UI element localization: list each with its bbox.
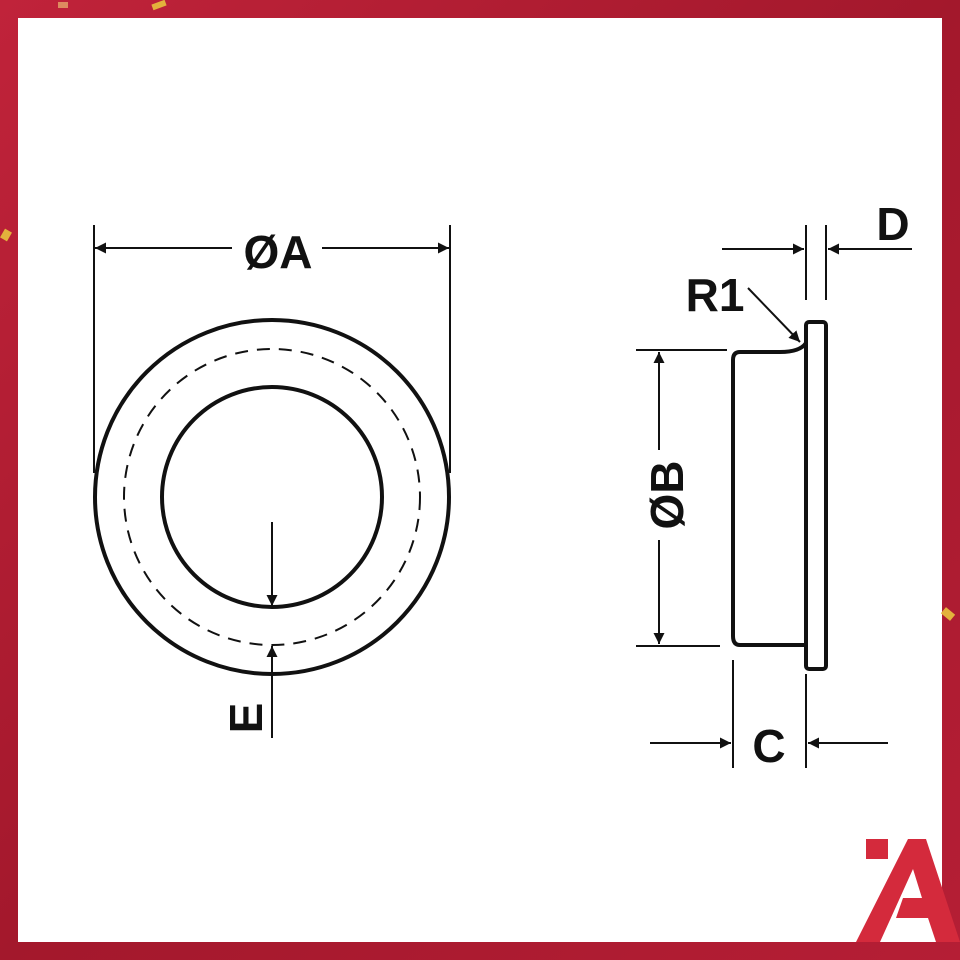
outer-ring (93, 318, 451, 676)
drawing-canvas (18, 18, 942, 942)
label-e: E (220, 703, 272, 734)
label-diameter-b: ØB (641, 461, 693, 530)
label-radius: R1 (686, 269, 745, 321)
flange (804, 320, 828, 671)
label-c: C (752, 720, 785, 772)
radius-leader (747, 287, 801, 343)
dashed-ring (123, 348, 421, 646)
label-diameter-a: ØA (244, 226, 313, 278)
sleeve-body (731, 341, 808, 647)
inner-hole (160, 385, 384, 609)
front-view (93, 225, 451, 738)
label-d: D (876, 198, 909, 250)
confetti-icon (0, 0, 956, 621)
brand-logo-icon (856, 839, 960, 942)
side-view (636, 225, 912, 768)
